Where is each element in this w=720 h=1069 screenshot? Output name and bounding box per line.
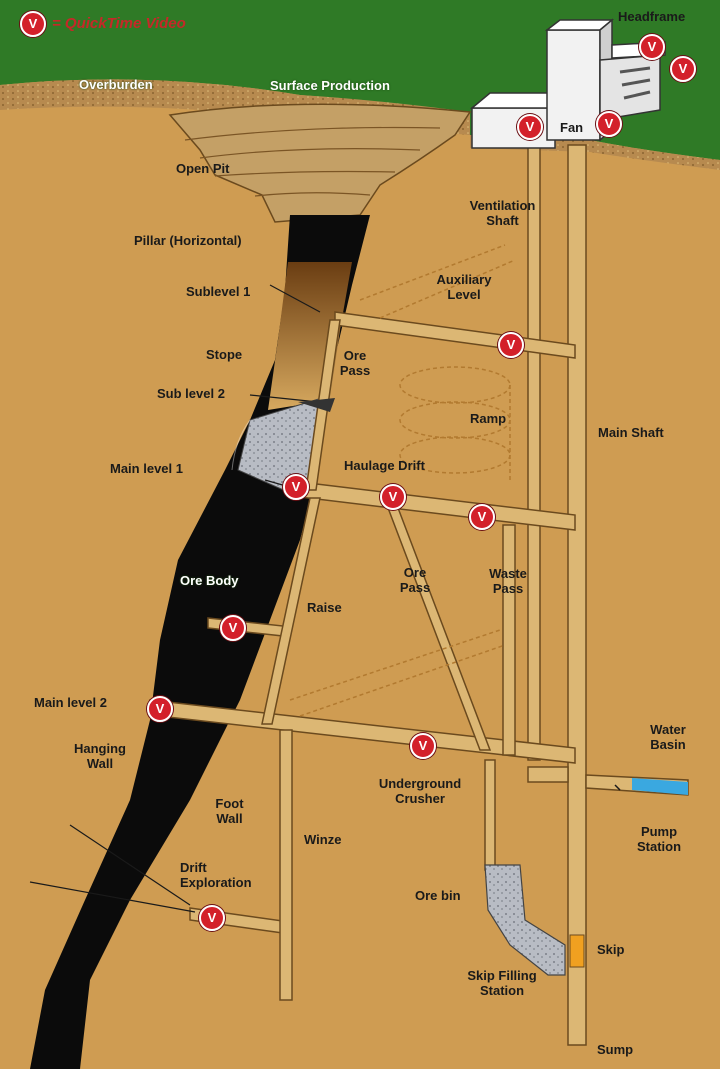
label-overburden: Overburden (79, 77, 153, 92)
winze (279, 729, 293, 1001)
legend-text: = QuickTime Video (52, 15, 186, 32)
video-badge-haulage[interactable]: V (380, 484, 406, 510)
label-headframe: Headframe (618, 9, 686, 24)
video-badge-headframe-1[interactable]: V (639, 34, 665, 60)
label-drift-exploration: Drift Exploration (180, 860, 252, 890)
video-badge-waste-pass[interactable]: V (469, 504, 495, 530)
video-badge-surface[interactable]: V (517, 114, 543, 140)
label-open-pit: Open Pit (176, 161, 230, 176)
skip-box (569, 934, 585, 968)
crusher-chute (484, 759, 496, 871)
video-badge-main-level-1[interactable]: V (283, 474, 309, 500)
label-haulage-drift: Haulage Drift (344, 458, 425, 473)
label-foot-wall: Foot Wall (215, 796, 244, 826)
label-raise: Raise (307, 600, 342, 615)
label-ramp: Ramp (470, 411, 507, 426)
water-basin (632, 778, 688, 795)
label-skip: Skip (597, 942, 625, 957)
raise (261, 497, 321, 725)
waste-pass (502, 524, 516, 756)
label-main-level-2: Main level 2 (34, 695, 107, 710)
ventilation-shaft (527, 144, 541, 761)
label-sub-level-2: Sub level 2 (157, 386, 225, 401)
label-sublevel-1: Sublevel 1 (186, 284, 251, 299)
label-fan: Fan (560, 120, 584, 135)
label-water-basin: Water Basin (650, 722, 686, 752)
label-ore-pass-lower: Ore Pass (399, 565, 431, 595)
label-main-shaft: Main Shaft (598, 425, 664, 440)
ramp (289, 244, 516, 717)
label-skip-filling-station: Skip Filling Station (467, 968, 537, 998)
label-ore-body: Ore Body (180, 573, 239, 588)
video-badge-raise[interactable]: V (220, 615, 246, 641)
video-badge-main-level-2[interactable]: V (147, 696, 173, 722)
video-badge-fan[interactable]: V (596, 111, 622, 137)
label-ore-bin: Ore bin (415, 888, 461, 903)
label-ore-pass-upper: Ore Pass (339, 348, 371, 378)
headframe-building (544, 18, 666, 142)
video-badge-headframe-2[interactable]: V (670, 56, 696, 82)
label-pillar-horizontal: Pillar (Horizontal) (134, 233, 242, 248)
label-auxiliary-level: Auxiliary Level (436, 272, 492, 302)
label-main-level-1: Main level 1 (110, 461, 183, 476)
label-ventilation-shaft: Ventilation Shaft (469, 198, 536, 228)
label-hanging-wall: Hanging Wall (74, 741, 126, 771)
label-surface-production: Surface Production (270, 78, 390, 93)
video-badge-drift-exploration[interactable]: V (199, 905, 225, 931)
label-winze: Winze (304, 832, 342, 847)
label-underground-crusher: Underground Crusher (378, 776, 462, 806)
label-waste-pass: Waste Pass (489, 566, 527, 596)
video-badge-sublevel[interactable]: V (498, 332, 524, 358)
main-shaft (567, 144, 587, 1046)
label-stope: Stope (206, 347, 243, 362)
video-badge-crusher[interactable]: V (410, 733, 436, 759)
legend-video-badge: V (20, 11, 46, 37)
label-pump-station: Pump Station (636, 824, 682, 854)
ore-bin (484, 864, 566, 976)
label-sump: Sump (597, 1042, 634, 1057)
